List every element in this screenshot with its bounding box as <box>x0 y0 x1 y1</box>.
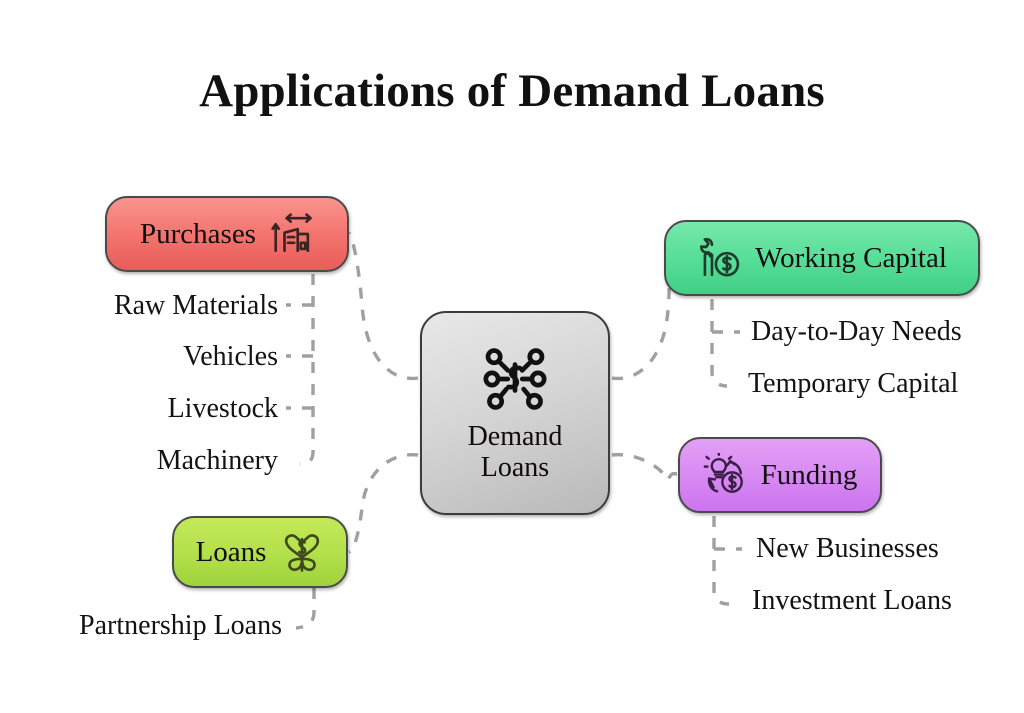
network-hub-dollar-icon <box>483 347 547 410</box>
branch-node-working-capital[interactable]: Working Capital <box>664 220 980 296</box>
connector-center-purchases <box>347 231 419 381</box>
leaf-vehicles: Vehicles <box>183 341 278 372</box>
heart-money-plant-icon <box>285 534 320 572</box>
leaf-raw-materials: Raw Materials <box>113 290 278 321</box>
center-label-line1: Demand <box>467 420 563 452</box>
center-node-label: Demand Loans <box>468 421 563 484</box>
branch-label-funding: Funding <box>760 458 858 491</box>
leaf-day-to-day-needs: Day-to-Day Needs <box>751 316 962 347</box>
page-title: Applications of Demand Loans <box>199 65 825 117</box>
wrench-dollar-coin-icon <box>700 237 740 277</box>
building-growth-icon <box>271 213 312 253</box>
center-node[interactable]: Demand Loans <box>420 311 610 515</box>
branch-label-working-capital: Working Capital <box>755 241 947 274</box>
leaf-livestock: Livestock <box>167 393 278 424</box>
center-label-line2: Loans <box>480 452 550 483</box>
leaf-new-businesses: New Businesses <box>756 533 939 564</box>
connector-working-spine <box>710 299 728 388</box>
connector-purchases-spine <box>299 252 315 466</box>
leaf-temporary-capital: Temporary Capital <box>748 368 959 399</box>
leaf-investment-loans: Investment Loans <box>752 585 952 616</box>
connector-funding-spine <box>712 516 730 606</box>
connector-loans-spine <box>295 588 316 630</box>
lightbulb-cycle-dollar-icon <box>703 453 743 493</box>
branch-label-purchases: Purchases <box>140 217 256 250</box>
branch-label-loans: Loans <box>195 535 267 568</box>
connector-center-working <box>611 255 671 381</box>
leaf-partnership-loans: Partnership Loans <box>79 610 282 641</box>
connector-center-loans <box>348 453 419 554</box>
branch-node-purchases[interactable]: Purchases <box>105 196 349 272</box>
branch-node-funding[interactable]: Funding <box>678 437 882 513</box>
branch-node-loans[interactable]: Loans <box>172 516 348 588</box>
connector-center-funding <box>611 452 678 484</box>
leaf-machinery: Machinery <box>156 445 278 476</box>
